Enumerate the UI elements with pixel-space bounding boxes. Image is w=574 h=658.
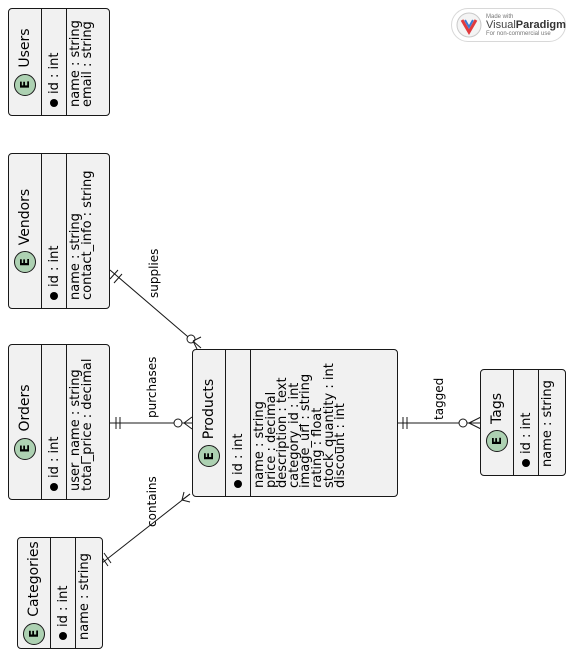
rel-contains-end-one-b xyxy=(103,552,112,564)
rel-contains-crow-a xyxy=(181,493,191,501)
rel-purchases-crow-b xyxy=(183,422,193,430)
attribute: email : string xyxy=(79,21,95,107)
watermark-note: For non-commercial use xyxy=(486,30,551,37)
entity-attributes: name : string contact_info : string xyxy=(67,154,96,308)
entity-vendors: E Vendors id : int name : string contact… xyxy=(8,153,110,309)
watermark-brand-b: Paradigm xyxy=(515,18,566,31)
entity-attributes: name : string xyxy=(76,538,94,648)
entity-title: Orders xyxy=(17,384,33,432)
attribute: total_price : decimal xyxy=(79,358,95,491)
entity-users: E Users id : int name : string email : s… xyxy=(8,8,110,116)
entity-title: Categories xyxy=(26,541,42,617)
rel-tagged-end-zero xyxy=(458,418,468,428)
entity-badge-icon: E xyxy=(198,445,220,468)
entity-badge-icon: E xyxy=(23,622,45,645)
entity-tags: E Tags id : int name : string xyxy=(480,369,566,476)
rel-contains-line xyxy=(101,493,191,564)
primary-key-field: id : int xyxy=(46,245,62,287)
visual-paradigm-logo-icon xyxy=(456,12,482,38)
rel-label-purchases: purchases xyxy=(145,356,159,418)
primary-key-icon xyxy=(522,459,530,467)
entity-products: E Products id : int name : string price … xyxy=(192,349,398,497)
rel-label-tagged: tagged xyxy=(432,377,446,420)
entity-orders: E Orders id : int user_name : string tot… xyxy=(8,344,110,500)
primary-key-icon xyxy=(50,99,58,107)
entity-badge-icon: E xyxy=(486,430,508,452)
rel-label-supplies: supplies xyxy=(147,248,161,298)
primary-key-field: id : int xyxy=(230,433,246,475)
entity-attributes: name : string xyxy=(539,370,557,475)
rel-purchases-crow-a xyxy=(183,416,193,424)
attribute: discount : int xyxy=(333,403,349,488)
primary-key-field: id : int xyxy=(46,436,62,478)
entity-attributes: name : string price : decimal descriptio… xyxy=(251,350,350,496)
rel-label-contains: contains xyxy=(145,476,159,527)
primary-key-field: id : int xyxy=(55,585,71,627)
rel-supplies-crow-a xyxy=(192,336,202,342)
entity-title: Tags xyxy=(489,393,505,424)
primary-key-icon xyxy=(50,483,58,491)
primary-key-icon xyxy=(234,480,242,488)
rel-purchases-end-zero xyxy=(173,418,183,428)
entity-badge-icon: E xyxy=(14,73,36,96)
rel-contains-crow-b xyxy=(181,491,185,501)
entity-badge-icon: E xyxy=(14,437,36,460)
attribute: contact_info : string xyxy=(79,170,95,301)
entity-badge-icon: E xyxy=(14,251,36,274)
entity-title: Vendors xyxy=(17,188,33,246)
primary-key-icon xyxy=(50,292,58,300)
watermark-brand-a: Visual xyxy=(486,18,516,31)
rel-supplies-crow-b xyxy=(192,340,198,350)
watermark-made-with: Made with xyxy=(486,13,514,20)
entity-categories: E Categories id : int name : string xyxy=(17,537,103,649)
entity-attributes: user_name : string total_price : decimal xyxy=(67,345,96,499)
rel-tagged-crow-a xyxy=(468,416,482,424)
rel-contains-crow-c xyxy=(181,499,191,503)
primary-key-icon xyxy=(59,632,67,640)
rel-supplies-line xyxy=(109,269,202,349)
rel-supplies-end-one-a xyxy=(109,269,119,280)
primary-key-field: id : int xyxy=(46,52,62,94)
attribute: name : string xyxy=(77,553,92,640)
rel-tagged-crow-b xyxy=(468,422,482,430)
entity-attributes: name : string email : string xyxy=(67,9,96,115)
visual-paradigm-badge: Made with VisualParadigm For non-commerc… xyxy=(451,8,566,42)
entity-title: Products xyxy=(201,378,217,440)
attribute: name : string xyxy=(540,380,555,467)
entity-title: Users xyxy=(17,28,33,68)
primary-key-field: id : int xyxy=(518,412,534,454)
rel-supplies-end-one-b xyxy=(113,273,123,284)
